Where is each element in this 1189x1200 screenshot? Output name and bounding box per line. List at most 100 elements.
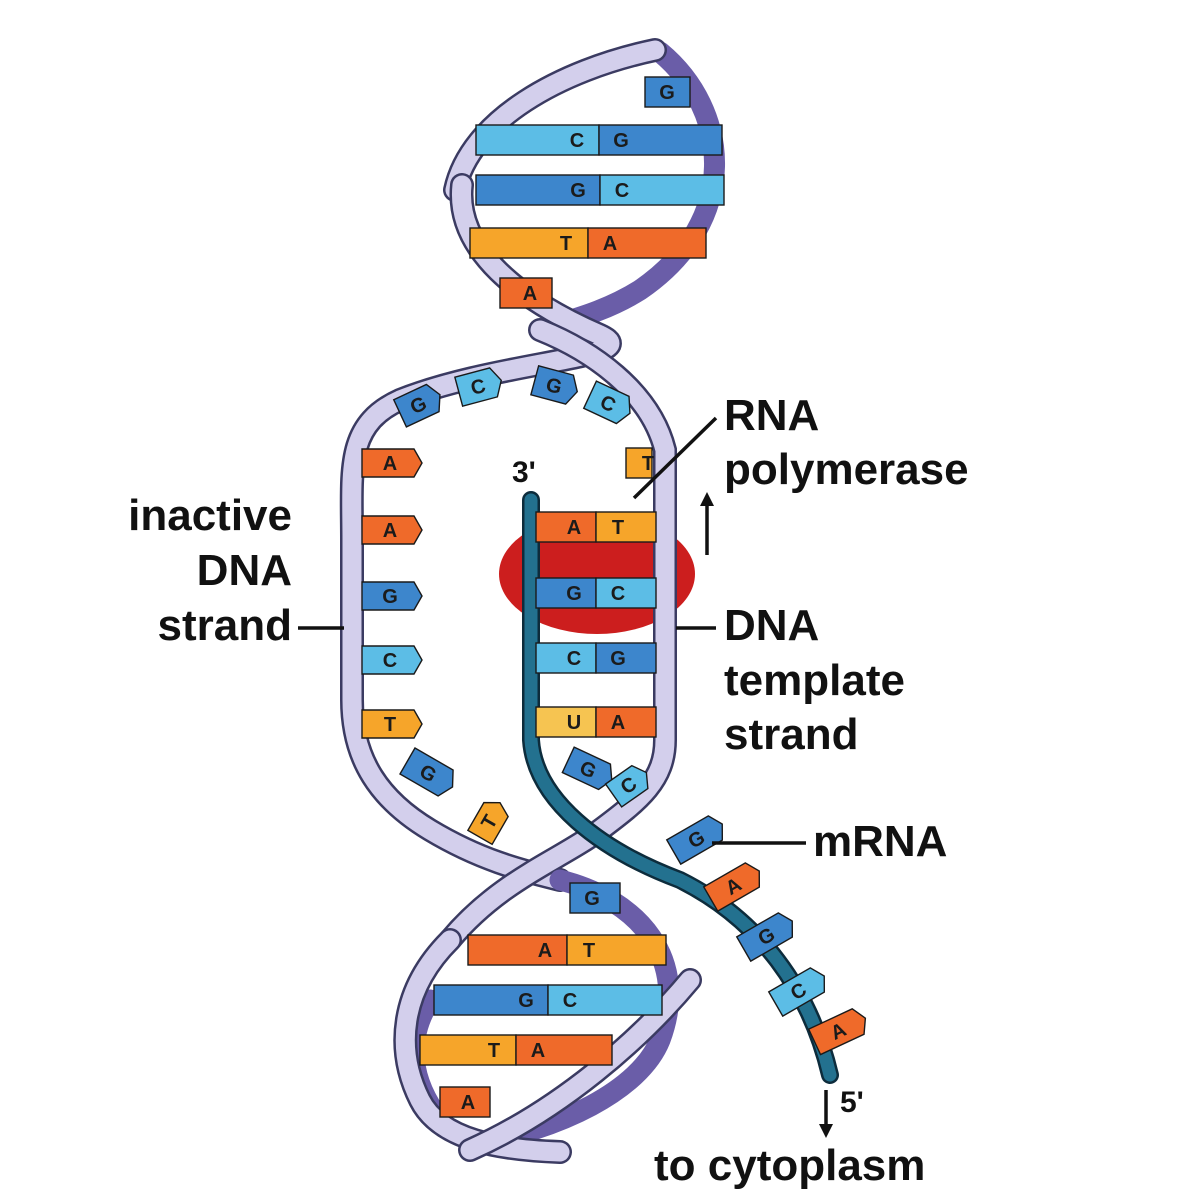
polymerase-label-line-1: RNA: [724, 391, 819, 440]
top-pair-4-left-base: [499, 277, 553, 309]
inactive-base-2: G: [361, 581, 423, 611]
three-prime-label: 3': [512, 456, 536, 489]
bottom-pair-3-left-letter: T: [488, 1040, 500, 1062]
inactive-base-5: G: [399, 747, 454, 797]
bubble-pair-5-template-shape: [604, 764, 649, 808]
bubble-pair-2-left-letter: G: [566, 583, 582, 605]
bottom-pair-0-right-base: [569, 882, 621, 914]
bottom-pair-1-right-base: [566, 934, 667, 966]
top-pair-3-right-letter: A: [603, 233, 617, 255]
bubble-pair-1-right-letter: T: [612, 517, 624, 539]
bottom-pair-4-left-base: [439, 1086, 491, 1118]
bubble-pair-3-left-base: [535, 642, 597, 674]
top-pair-1-right-letter: G: [613, 130, 629, 152]
mrna-base-0-shape: [665, 815, 724, 866]
open-base-0: G: [392, 383, 441, 428]
inactive-base-3-shape: [361, 645, 423, 675]
template-strand: [440, 320, 675, 950]
top-helix-front-outline: [443, 38, 667, 202]
top-pair-2-left-letter: G: [570, 180, 586, 202]
inactive-base-5-shape: [399, 747, 454, 797]
inactive-base-4-shape: [361, 709, 423, 739]
open-base-1-letter: C: [468, 375, 488, 400]
open-base-3-shape: [582, 380, 631, 425]
direction-arrow-head: [700, 492, 714, 506]
bottom-pair-0-right-letter: G: [584, 888, 600, 910]
bubble-pair-2-right-letter: C: [611, 583, 625, 605]
inactive-base-0-shape: [361, 448, 423, 478]
open-base-1: C: [454, 367, 503, 408]
cytoplasm-label-text: to cytoplasm: [654, 1141, 925, 1190]
mrna-label: mRNA: [712, 817, 947, 866]
bubble-pair-5-mrna: G: [561, 746, 613, 791]
inactive-base-0-letter: A: [383, 453, 397, 475]
inactive-base-4: T: [361, 709, 423, 739]
mrna-base-4: A: [807, 1008, 867, 1056]
bubble-pair-5-mrna-shape: [561, 746, 613, 791]
template-label-line-2: template: [724, 656, 905, 705]
bubble-pair-3-right-letter: G: [610, 648, 626, 670]
bubble-pair-4-right-letter: A: [611, 712, 625, 734]
bottom-pair-2-right-letter: C: [563, 990, 577, 1012]
bubble-pair-4-left-letter: U: [567, 712, 581, 734]
bottom-pair-4-left-letter: A: [461, 1092, 475, 1114]
top-pair-2-left-base: [475, 174, 601, 206]
top-pair-3-right-base: [587, 227, 707, 259]
bubble-pair-5-template: C: [604, 764, 649, 808]
bubble-pair-0-right-base: [625, 447, 653, 479]
mrna-base-2: G: [735, 912, 794, 963]
inactive-base-3: C: [361, 645, 423, 675]
bubble-pair-2-right-base: [595, 577, 657, 609]
bottom-pair-1-right-letter: T: [583, 940, 595, 962]
top-pair-1-right-base: [598, 124, 723, 156]
inactive-base-2-shape: [361, 581, 423, 611]
inactive-base-1-shape: [361, 515, 423, 545]
open-base-0-shape: [392, 383, 441, 428]
mrna-base-2-shape: [735, 912, 794, 963]
mrna-label-text: mRNA: [813, 817, 947, 866]
top-pair-2-right-letter: C: [615, 180, 629, 202]
inactive-strand: [342, 175, 620, 890]
top-pair-3-left-letter: T: [560, 233, 572, 255]
bubble-pair-0: T: [625, 447, 654, 479]
bubble-pair-1-right-base: [595, 511, 657, 543]
top-pair-4: A: [499, 277, 553, 309]
inactive-label-line-2: DNA: [197, 546, 292, 595]
inactive-base-1-letter: A: [383, 520, 397, 542]
inactive-strand-label: inactive DNA strand: [128, 491, 344, 650]
dna-backbones: [339, 38, 725, 1164]
bubble-pair-3-left-letter: C: [567, 648, 581, 670]
open-base-1-shape: [454, 367, 503, 408]
inactive-base-3-letter: C: [383, 650, 397, 672]
template-label-line-1: DNA: [724, 601, 819, 650]
inactive-label-line-1: inactive: [128, 491, 292, 540]
bottom-pair-1-left-letter: A: [538, 940, 552, 962]
inactive-base-0: A: [361, 448, 423, 478]
template-label-line-3: strand: [724, 710, 858, 759]
mrna-base-0: G: [665, 815, 724, 866]
bottom-pair-2-left-base: [433, 984, 549, 1016]
inactive-base-1: A: [361, 515, 423, 545]
bottom-pair-2-right-base: [547, 984, 663, 1016]
inactive-base-2-letter: G: [382, 586, 398, 608]
inactive-base-6-shape: [466, 801, 509, 846]
bubble-pair-4-right-base: [595, 706, 657, 738]
polymerase-label-line-2: polymerase: [724, 445, 969, 494]
top-pair-0-right-letter: G: [659, 82, 675, 104]
bubble-pair-3-right-base: [595, 642, 657, 674]
polymerase-leader: [632, 416, 718, 500]
open-base-3: C: [582, 380, 631, 425]
inactive-label-line-3: strand: [158, 601, 292, 650]
cytoplasm-label: to cytoplasm: [654, 1090, 925, 1190]
top-pair-1-left-letter: C: [570, 130, 584, 152]
mrna-base-1: A: [702, 862, 761, 913]
bottom-pair-2-left-letter: G: [518, 990, 534, 1012]
mrna-base-4-shape: [807, 1008, 867, 1056]
